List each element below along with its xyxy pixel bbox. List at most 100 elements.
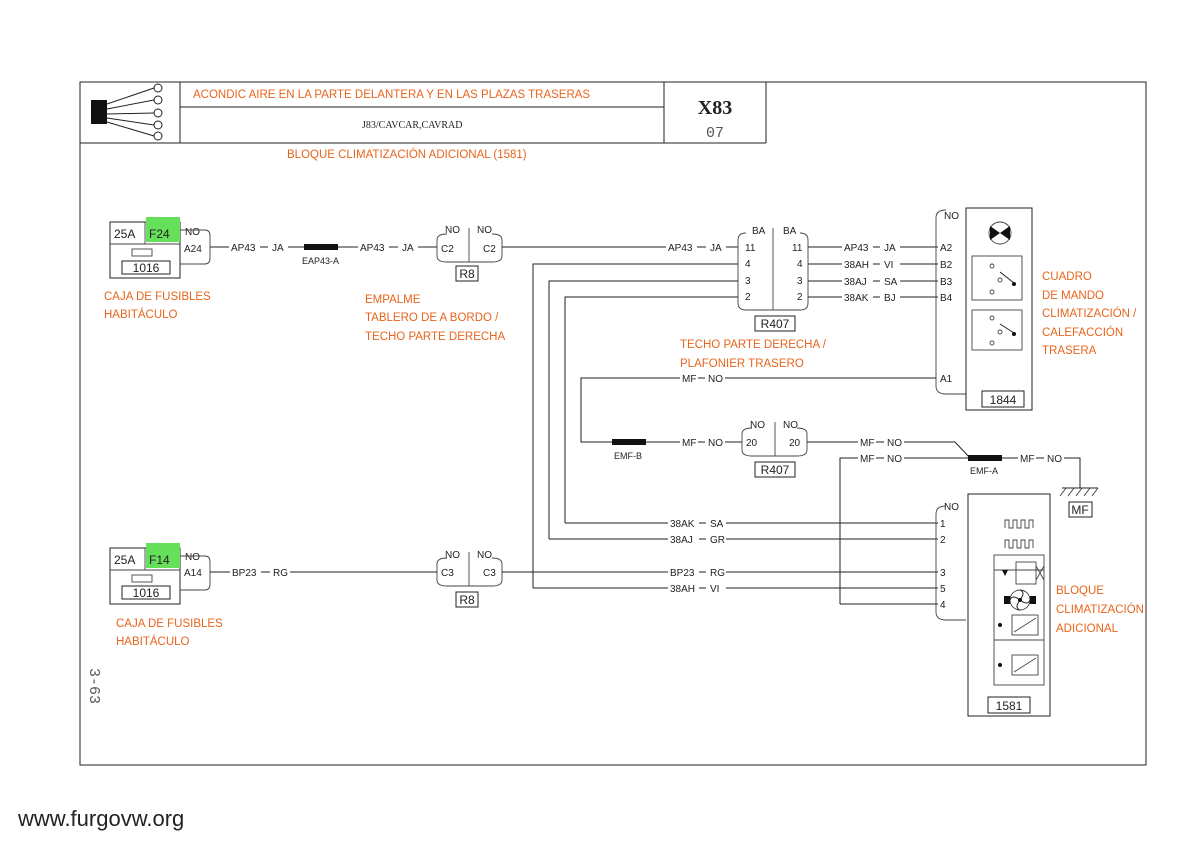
connector-r8-top-left: C2 [441, 244, 454, 255]
c1581-pin: 3 [940, 568, 946, 579]
wire-label: 38AH [844, 260, 869, 271]
connector-r8-top-id: R8 [459, 267, 475, 281]
ground-label: MF [1071, 503, 1088, 517]
c1844-label-2: DE MANDO [1042, 290, 1104, 302]
connector-icon [91, 83, 163, 141]
wire-label: NO [783, 420, 798, 431]
c1844-pin: B4 [940, 293, 953, 304]
diagram-sheet: 07 [706, 125, 724, 142]
c1844-label-3: CLIMATIZACIÓN / [1042, 307, 1137, 320]
fusebox-top-no: NO [185, 227, 200, 238]
wire-label: NO [445, 225, 460, 236]
wire-label: MF [860, 438, 874, 449]
wire-label: NO [708, 438, 723, 449]
wire-label: AP43 [844, 243, 869, 254]
wire-label: AP43 [231, 243, 256, 254]
fusebox-top: 25A F24 1016 NO A24 CAJA DE FUSIBLES HAB… [104, 217, 211, 321]
heater-icon [1004, 519, 1034, 549]
wire-label: BP23 [670, 568, 695, 579]
circuit-icon [993, 554, 1045, 686]
c1581-pin: 5 [940, 584, 946, 595]
switch-icon [971, 255, 1023, 301]
wire-label: MF [682, 374, 696, 385]
fan-icon [1004, 589, 1036, 611]
wire-label: MF [1020, 454, 1034, 465]
wire-label: NO [944, 502, 959, 513]
fusebox-bottom-rating: 25A [114, 553, 135, 567]
c1844-pin: B2 [940, 260, 953, 271]
connector-r8-top-right: C2 [483, 244, 496, 255]
connector-r8-bottom-right: C3 [483, 568, 496, 579]
splice-emf-b [612, 439, 646, 445]
c1844-label-1: CUADRO [1042, 271, 1092, 283]
splice-eap43-label: EAP43-A [302, 256, 339, 266]
wire-label: NO [887, 454, 902, 465]
empalme-label-3: TECHO PARTE DERECHA [365, 331, 505, 343]
r407-pin: 4 [745, 259, 751, 270]
connector-r407: BA BA 11 4 3 2 11 4 3 2 R407 [737, 226, 809, 332]
wire-label: JA [402, 243, 414, 254]
wire-label: NO [477, 550, 492, 561]
splice-eap43 [304, 244, 338, 250]
component-1581: NO 1 2 3 5 4 [935, 493, 1051, 717]
connector-r8-bottom-id: R8 [459, 593, 475, 607]
c1581-pin: 2 [940, 535, 946, 546]
connector-r8-top: NO NO C2 C2 R8 [436, 225, 503, 282]
r407-label-2: PLAFONIER TRASERO [680, 358, 804, 370]
c1844-label-5: TRASERA [1042, 345, 1097, 357]
connector-r407-id: R407 [761, 317, 790, 331]
fusebox-top-label-1: CAJA DE FUSIBLES [104, 291, 211, 303]
side-reference: 3-63 [85, 668, 102, 704]
fusebox-top-fuse: F24 [149, 227, 170, 241]
diagram-variant: J83/CAVCAR,CAVRAD [362, 120, 463, 131]
empalme-label-1: EMPALME [365, 294, 421, 306]
splice-emf-a [968, 455, 1002, 461]
c1581-pin: 4 [940, 600, 946, 611]
wire-label: AP43 [360, 243, 385, 254]
fusebox-top-pin: A24 [184, 244, 202, 255]
r407b-pin: 20 [746, 438, 758, 449]
c1581-label-1: BLOQUE [1056, 585, 1104, 597]
wire-label: 38AJ [844, 277, 867, 288]
wire-label: NO [887, 438, 902, 449]
title-block: ACONDIC AIRE EN LA PARTE DELANTERA Y EN … [80, 82, 767, 161]
r407-pin: 2 [745, 292, 751, 303]
wire-label: BP23 [232, 568, 257, 579]
component-1844-id: 1844 [990, 393, 1017, 407]
r407-pin: 11 [745, 243, 756, 254]
wire-label: NO [1047, 454, 1062, 465]
diagram-frame [79, 81, 1147, 766]
wire-label: NO [750, 420, 765, 431]
wire-label: 38AH [670, 584, 695, 595]
wire-label: 38AK [844, 293, 869, 304]
lamp-icon [988, 221, 1012, 245]
fusebox-top-rating: 25A [114, 227, 135, 241]
fusebox-bottom-label-1: CAJA DE FUSIBLES [116, 618, 223, 630]
fusebox-top-id: 1016 [133, 261, 160, 275]
c1581-label-2: CLIMATIZACIÓN [1056, 603, 1144, 616]
wire-label: VI [710, 584, 719, 595]
c1844-pin: A1 [940, 374, 953, 385]
connector-r407-b-id: R407 [761, 463, 790, 477]
wire-label: BA [783, 226, 797, 237]
wire-label: NO [185, 552, 200, 563]
connector-r407-b: NO NO 20 20 R407 [741, 420, 808, 478]
r407-pin: 4 [797, 259, 803, 270]
wire-label: JA [884, 243, 896, 254]
connector-r8-bottom-left: C3 [441, 568, 454, 579]
fusebox-bottom-pin: A14 [184, 568, 202, 579]
c1581-label-3: ADICIONAL [1056, 623, 1119, 635]
c1844-pin: A2 [940, 243, 953, 254]
wire-label: NO [944, 211, 959, 222]
connector-r8-bottom: NO NO C3 C3 R8 [436, 550, 503, 608]
r407-pin: 11 [792, 243, 803, 254]
fusebox-top-label-2: HABITÁCULO [104, 308, 178, 321]
ground-icon: MF [1059, 487, 1099, 518]
wire-label: JA [710, 243, 722, 254]
component-1581-id: 1581 [996, 699, 1023, 713]
empalme-label-2: TABLERO DE A BORDO / [365, 312, 499, 324]
fusebox-bottom-id: 1016 [133, 586, 160, 600]
r407-pin: 2 [797, 292, 803, 303]
fusebox-bottom-fuse: F14 [149, 553, 170, 567]
